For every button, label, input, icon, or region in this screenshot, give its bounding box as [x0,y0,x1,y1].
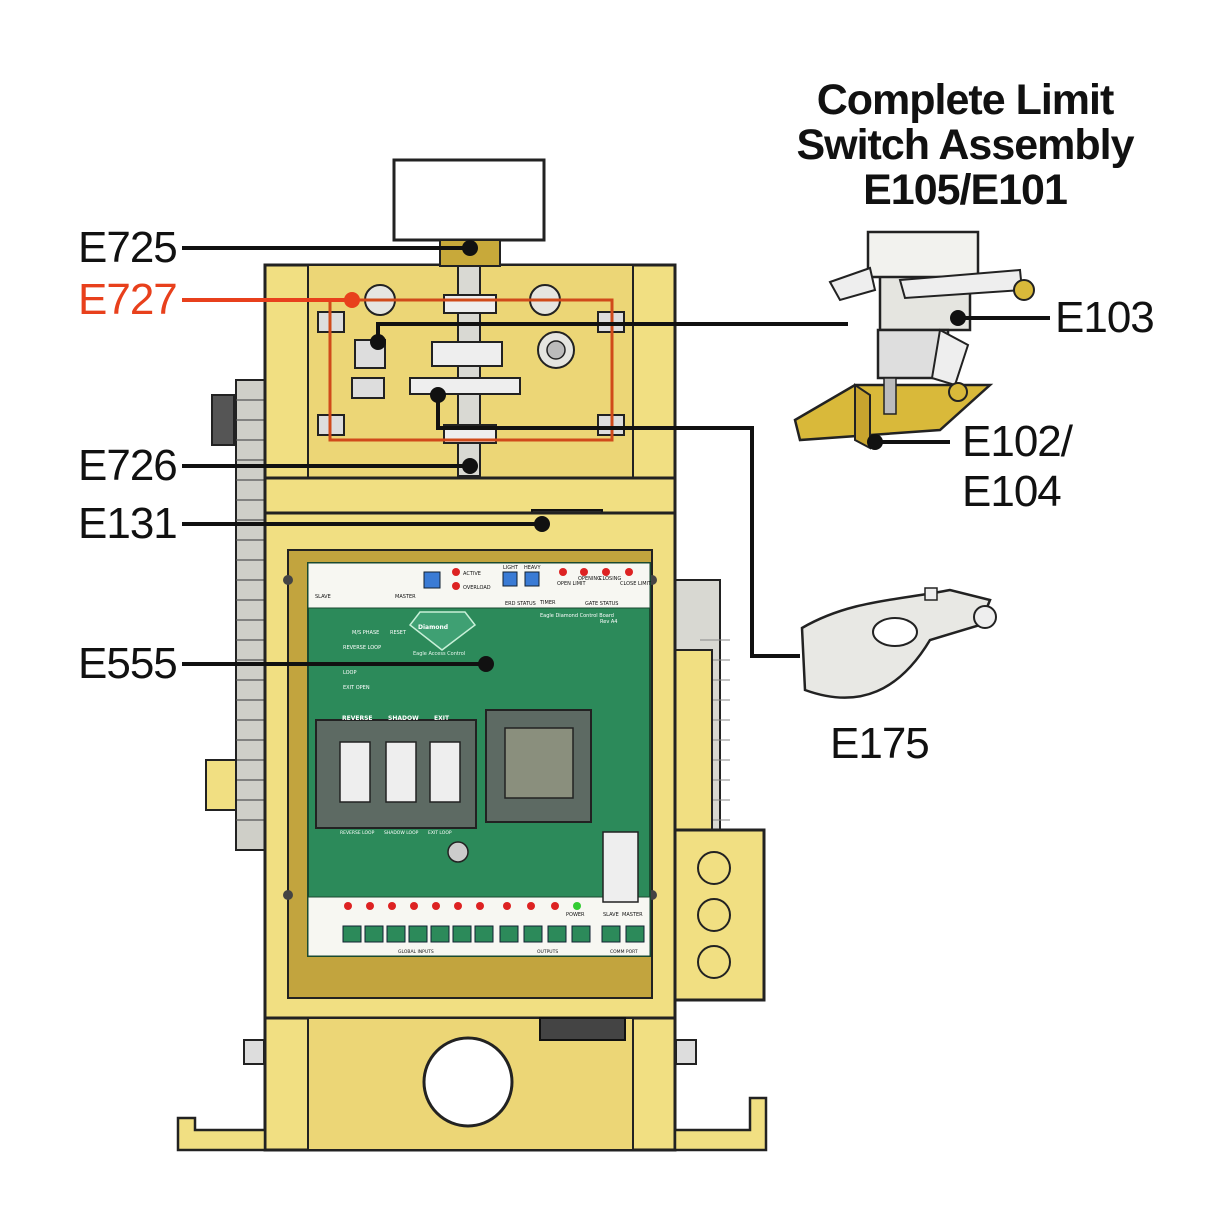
led-label-overload: OVERLOAD [463,585,491,591]
led-label-light: LIGHT [503,565,519,571]
base-foot-left [176,1116,267,1152]
wire-harness [328,298,614,442]
comm-label-slave: SLAVE [603,912,619,918]
section-label-gate: GATE STATUS [585,601,618,607]
comm-label-master: MASTER [622,912,643,918]
section-label-master: MASTER [395,594,416,600]
callout-e131: E131 [78,499,178,548]
leader-e175 [436,395,800,658]
callout-e726: E726 [78,441,178,490]
limit-label-close: CLOSE LIMIT [620,581,652,587]
led-label-heavy: HEAVY [524,565,541,571]
title-line-3: E105/E101 [863,166,1068,214]
dot-e131 [534,516,550,532]
limit-switch-assembly-detail [793,230,1035,450]
leader-dots [370,240,966,672]
control-board: TIMER ERD STATUS GATE STATUS ACTIVE OVER… [307,562,652,957]
dot-e726 [462,458,478,474]
loop-footer-reverse: REVERSE LOOP [340,830,375,836]
dot-e555 [478,656,494,672]
diamond-logo [408,611,477,651]
section-label-slave: SLAVE [315,594,331,600]
board-brand: Diamond [418,624,448,631]
loop-footer-shadow: SHADOW LOOP [384,830,419,836]
limit-label-open: OPEN LIMIT [557,581,586,587]
cam-e175-detail [800,587,997,699]
loop-footer-exit: EXIT LOOP [428,830,452,836]
dot-e102 [867,434,883,450]
loop-label-shadow: SHADOW [388,715,419,722]
motor-shaft-housing [392,158,546,242]
title-line-1: Complete Limit [816,76,1115,124]
callout-e175: E175 [830,719,930,768]
callout-e727: E727 [78,275,178,324]
dot-e725 [462,240,478,256]
callout-e102-line1: E102/ [962,417,1073,466]
callout-e555: E555 [78,639,178,688]
button-label-reset: RESET [390,630,407,636]
dot-e175 [430,387,446,403]
board-name: Eagle Diamond Control Board [540,613,614,619]
comm-label-power: POWER [566,912,585,918]
button-label-ms-phase: M/S PHASE [352,630,379,636]
motor-side-assembly [670,579,766,1002]
limit-label-opening: OPENING [578,576,601,582]
section-label-comm: COMM PORT [610,949,638,955]
dot-e103 [950,310,966,326]
limit-label-closing: CLOSING [599,576,621,582]
board-rev: Rev A4 [600,619,617,625]
base-foot-right [673,1096,768,1152]
drive-chain [205,379,271,851]
callout-e103: E103 [1055,293,1155,342]
input-label-reverse: REVERSE LOOP [343,645,381,651]
housing-band [263,476,677,515]
loop-label-exit: EXIT [434,715,450,722]
board-subtitle: Eagle Access Control [413,651,465,657]
section-label-timer: TIMER [539,600,556,606]
dot-e727 [344,292,360,308]
dot-e101 [370,334,386,350]
led-label-active: ACTIVE [463,571,481,577]
section-label-global-inputs: GLOBAL INPUTS [398,949,434,955]
input-label-exit: EXIT OPEN [343,685,370,691]
callout-e102-line2: E104 [962,467,1062,516]
section-label-outputs: OUTPUTS [537,949,558,955]
section-label-erd: ERD STATUS [505,601,536,607]
limit-switch-bracket [431,341,503,367]
title-line-2: Switch Assembly [796,121,1134,169]
loop-label-reverse: REVERSE [342,715,373,722]
callout-e725: E725 [78,223,178,272]
input-label-loop: LOOP [343,670,357,676]
assembly-title: Complete Limit Switch Assembly E105/E101 [770,78,1160,213]
